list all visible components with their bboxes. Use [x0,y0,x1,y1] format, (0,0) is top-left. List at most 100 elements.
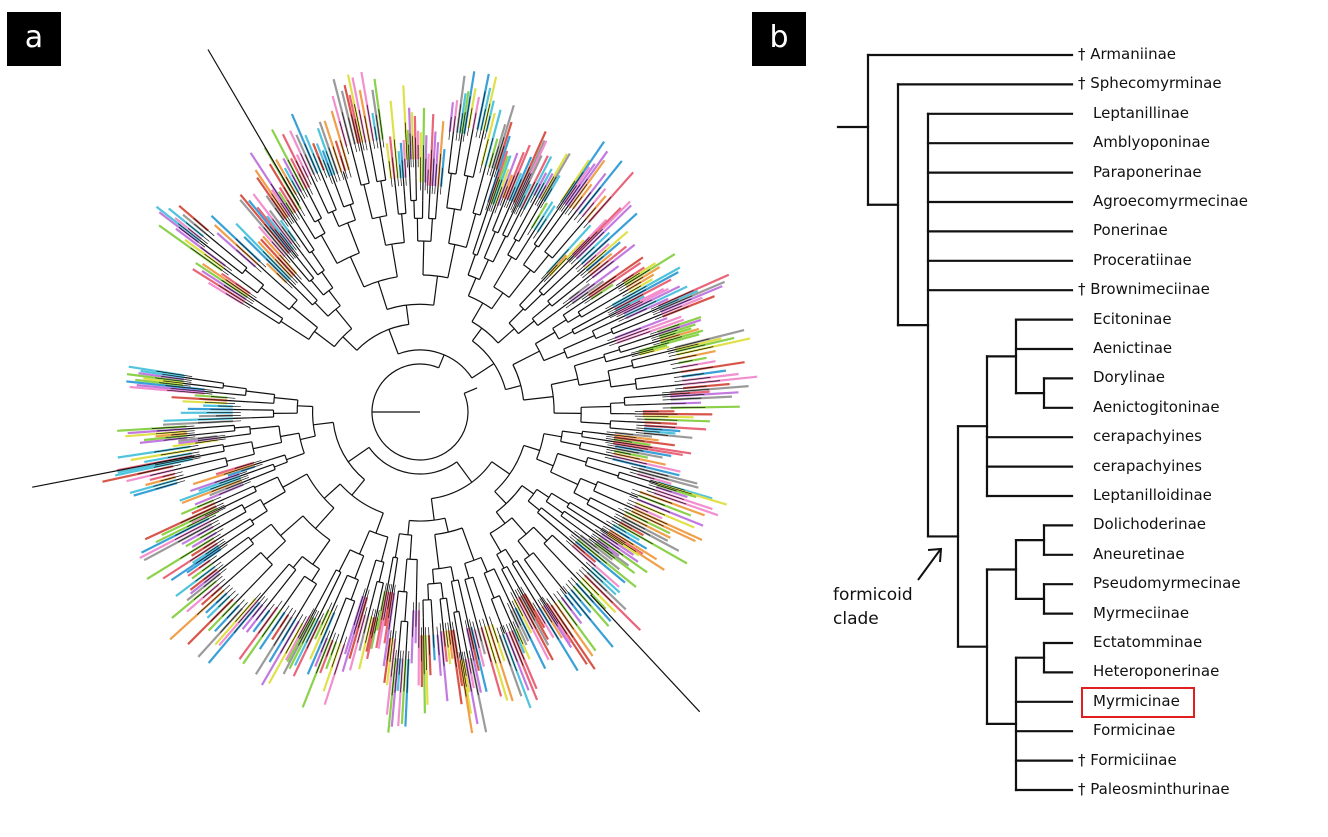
tree-branch [318,156,328,179]
tree-arc [531,318,539,326]
tree-branch [610,402,625,404]
tree-branch [514,589,537,629]
tree-branch [597,481,622,492]
tree-branch [505,385,521,391]
tree-branch [468,650,479,696]
tree-arc [472,340,507,390]
tree-branch [456,461,473,483]
tree-branch [458,133,463,152]
tree-branch [433,276,439,306]
tree-branch [480,557,488,573]
tree-branch [347,222,360,254]
tree-branch [215,415,241,417]
tree-branch [559,588,574,606]
tree-arc [536,433,545,460]
tree-branch [587,457,622,468]
tree-arc [277,476,286,493]
tree-arc [339,483,384,514]
tree-branch [641,333,659,341]
tree-branch [544,225,566,253]
tree-branch [533,218,547,239]
tree-branch [567,579,592,607]
tree-branch [564,525,580,538]
tree-branch [536,488,550,498]
tree-branch [534,588,546,605]
tree-branch [516,588,536,621]
tree-branch [482,618,497,664]
tree-branch [306,208,316,223]
tree-branch [491,215,500,231]
tree-branch [393,178,398,197]
tree-branch [447,612,452,631]
tree-branch [189,538,224,562]
tree-branch [664,383,683,387]
tree-branch [282,473,308,488]
tree-branch [471,302,484,323]
tree-branch [527,196,538,213]
tree-branch [225,293,251,309]
tree-branch [257,586,270,601]
tree-branch [380,180,388,216]
tree-branch [608,282,625,294]
tree-branch [463,146,471,176]
tree-branch [220,602,248,633]
tree-branch [565,292,589,309]
tree-branch [447,150,452,174]
tree-arc [306,473,335,509]
tree-branch [335,597,347,623]
tree-arc [501,565,508,570]
tree-branch [331,175,339,193]
tree-branch [388,584,396,630]
tree-branch [524,229,536,246]
tree-branch [448,116,452,140]
tree-branch [557,452,587,463]
tree-branch [203,544,228,562]
tree-branch [472,148,481,178]
taxon-label: Dorylinae [1093,368,1166,387]
tree-branch [562,306,576,316]
tree-branch [536,176,555,207]
tree-branch [483,231,496,259]
tree-branch [508,622,525,660]
tree-branch [300,435,316,441]
tree-branch [493,256,513,288]
tree-branch [541,249,569,280]
tree-branch [219,536,235,548]
tree-branch [511,563,531,593]
tree-branch [314,330,335,348]
tree-branch [634,415,669,418]
tree-branch [482,608,489,626]
taxon-label: Ectatomminae [1093,633,1203,651]
tree-branch [279,254,302,280]
tree-branch [340,155,348,179]
tree-branch [314,302,329,317]
tree-branch [598,339,617,348]
tree-branch [455,104,462,141]
tree-branch [221,574,236,588]
tree-branch [291,250,304,266]
tree-branch [573,187,601,221]
tree-branch [304,154,318,183]
tree-branch [571,268,586,281]
tree-branch [325,572,342,604]
tree-branch [657,349,676,355]
tree-branch [176,474,195,481]
tree-branch [354,555,365,579]
tree-arc [375,559,385,563]
taxon-label: Aenictinae [1093,339,1173,357]
tree-branch [453,612,460,643]
tree-arc [491,595,500,600]
tree-branch [412,135,414,168]
tree-arc [327,305,341,317]
tree-arc [495,485,523,513]
tree-branch [214,520,231,531]
tree-branch [422,240,425,276]
tree-branch [298,192,308,209]
tree-branch [204,424,235,429]
tree-arc [471,321,499,344]
tree-branch [644,313,662,322]
tree-branch [154,445,199,453]
tree-branch [351,479,366,496]
tree-branch [541,596,568,635]
tree-branch [286,254,299,270]
